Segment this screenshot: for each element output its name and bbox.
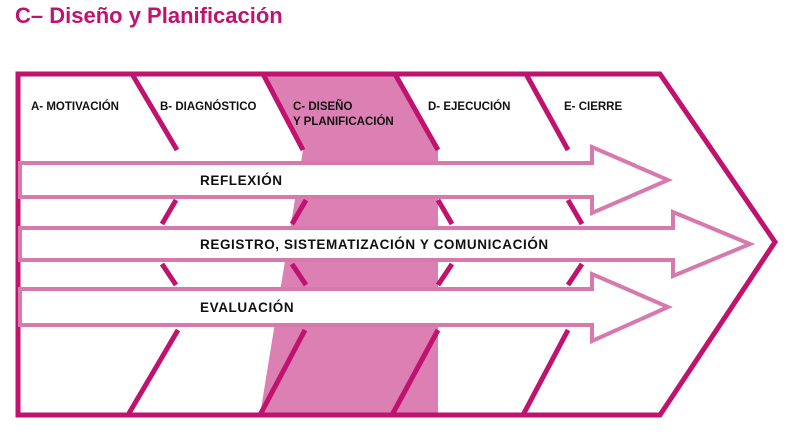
phase-divider	[523, 72, 571, 152]
phase-divider	[565, 262, 585, 287]
phase-divider	[520, 328, 571, 417]
phase-divider	[435, 262, 455, 287]
process-arrow	[18, 143, 674, 217]
phase-label-motivacion: A- MOTIVACIÓN	[31, 100, 119, 113]
phase-divider	[389, 328, 441, 417]
arrow-label-evaluacion: EVALUACIÓN	[200, 300, 294, 315]
phase-divider	[435, 198, 455, 226]
phase-label-cierre: E- CIERRE	[564, 101, 622, 113]
phase-divider	[257, 328, 308, 417]
page-title: C– Diseño y Planificación	[15, 3, 283, 28]
phase-divider	[289, 198, 309, 226]
process-arrow	[18, 270, 673, 345]
arrow-label-reflexion: REFLEXIÓN	[200, 173, 283, 188]
phase-divider	[392, 72, 441, 152]
phase-label-ejecucion: D- EJECUCIÓN	[428, 100, 510, 113]
phase-divider	[125, 328, 181, 417]
chevron-frame	[15, 71, 779, 418]
process-arrow	[18, 209, 756, 279]
phase-divider	[159, 262, 179, 287]
phase-label-diagnostico: B- DIAGNÓSTICO	[160, 100, 257, 113]
phase-divider	[260, 72, 306, 152]
phase-divider	[129, 72, 180, 152]
arrow-label-registro: REGISTRO, SISTEMATIZACIÓN Y COMUNICACIÓN	[200, 237, 549, 252]
phase-divider	[159, 198, 179, 226]
phase-divider	[289, 262, 309, 287]
phase-divider	[565, 198, 585, 226]
